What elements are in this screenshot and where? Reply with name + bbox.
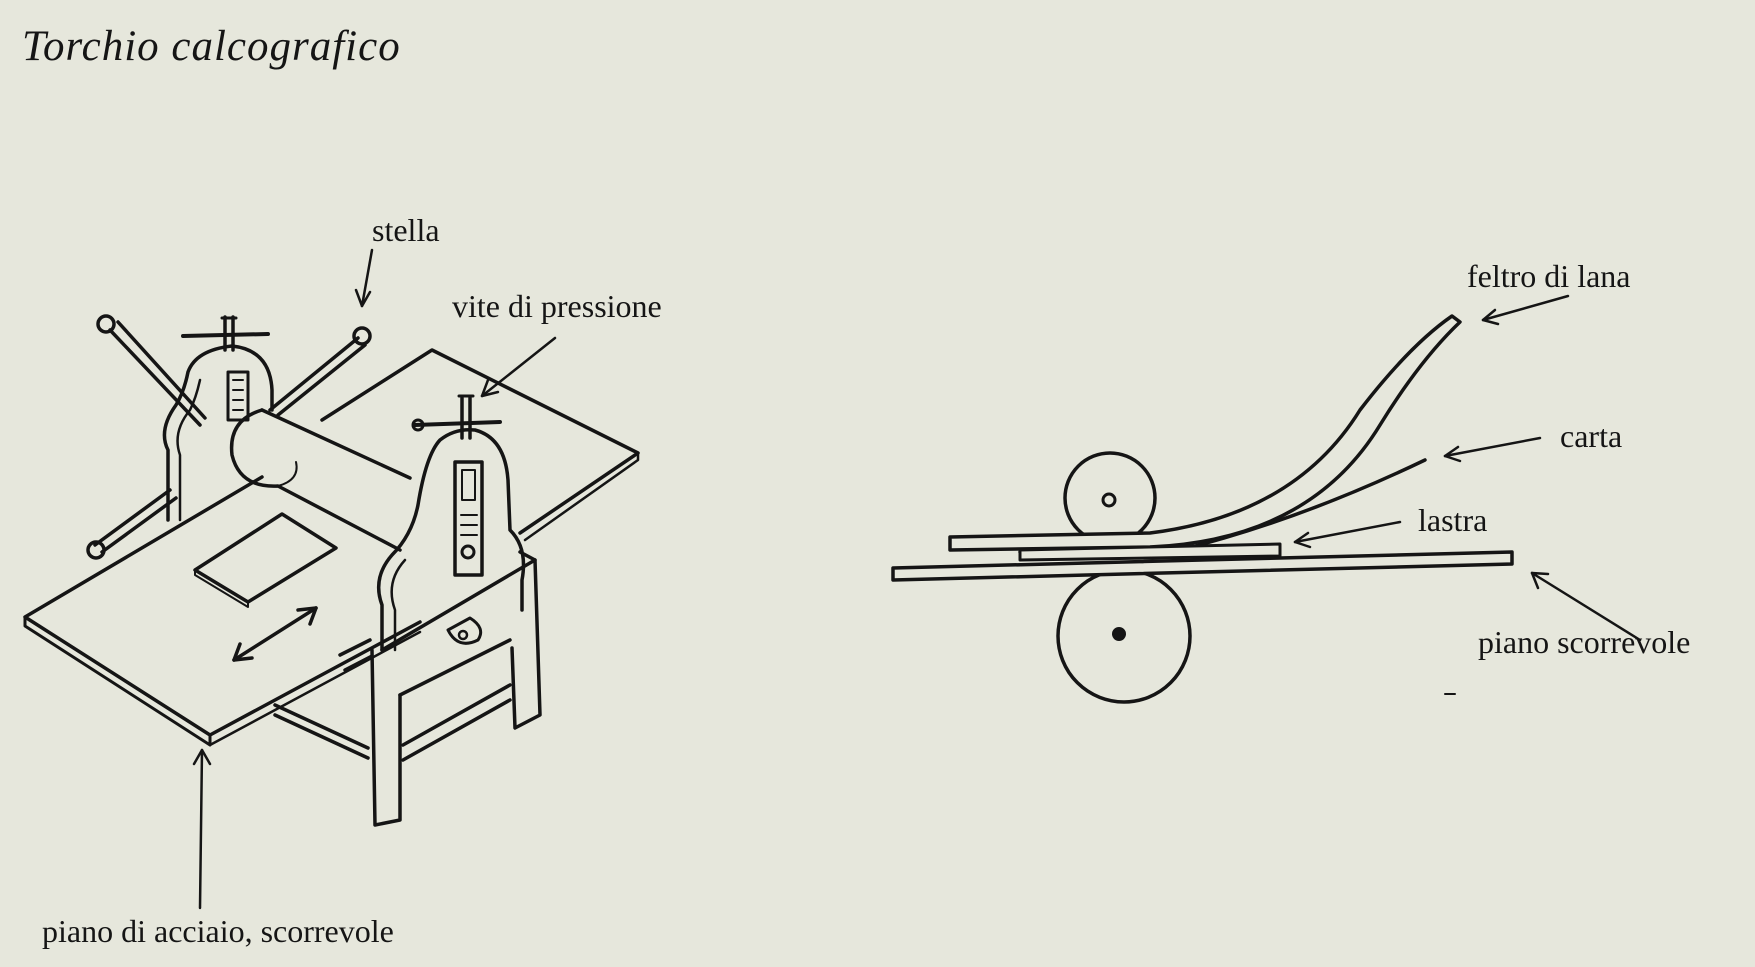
press-stand	[273, 550, 542, 827]
label-piano-di-acciaio: piano di acciaio, scorrevole	[42, 913, 394, 949]
label-feltro-di-lana: feltro di lana	[1467, 258, 1631, 294]
label-vite-di-pressione: vite di pressione	[452, 288, 662, 324]
label-carta: carta	[1560, 418, 1623, 454]
arrow-carta	[1443, 436, 1542, 458]
bed-movement-arrow	[232, 606, 318, 662]
cross-plate	[1018, 542, 1282, 562]
left-frame	[162, 344, 274, 522]
bed-back-half	[320, 348, 640, 535]
label-lastra: lastra	[1418, 502, 1488, 538]
cross-wool-felt	[948, 314, 1462, 552]
etching-press	[23, 248, 640, 910]
right-frame	[376, 427, 526, 652]
label-stella: stella	[372, 212, 440, 248]
arrow-piano-scorrevole	[1530, 571, 1642, 642]
arrow-piano-acciaio	[198, 748, 204, 910]
cross-section	[891, 294, 1642, 704]
diagram-title: Torchio calcografico	[22, 23, 401, 70]
arrow-feltro-di-lana	[1481, 294, 1570, 322]
arrow-stella	[360, 248, 374, 308]
steel-bed-front	[23, 475, 422, 737]
arrow-lastra	[1293, 520, 1402, 544]
cross-top-roller	[1063, 451, 1157, 545]
star-wheel-handles	[86, 314, 372, 560]
plate-on-bed	[193, 512, 338, 604]
top-roller	[229, 408, 402, 552]
label-piano-scorrevole: piano scorrevole	[1478, 624, 1691, 660]
cross-sliding-bed	[891, 550, 1514, 582]
arrow-vite-di-pressione	[480, 336, 557, 398]
